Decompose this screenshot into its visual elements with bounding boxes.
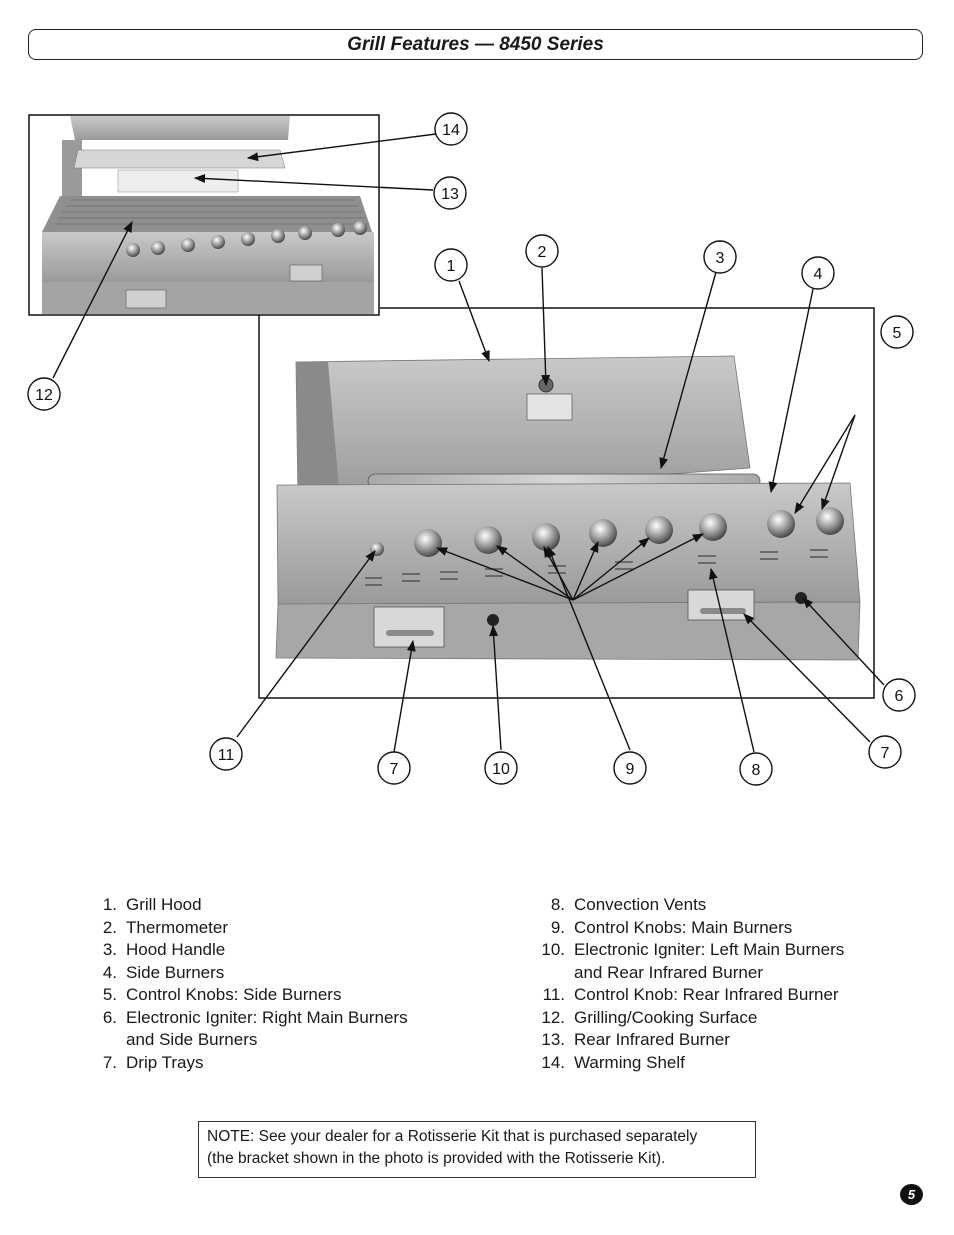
legend-text: Drip Trays bbox=[126, 1052, 204, 1072]
legend-text-line: Electronic Igniter: Left Main Burners bbox=[574, 940, 845, 959]
legend-text: Control Knob: Rear Infrared Burner bbox=[574, 985, 839, 1004]
callout-11 bbox=[209, 737, 243, 771]
legend-text: Side Burners bbox=[126, 962, 225, 982]
legend-text: Thermometer bbox=[126, 917, 229, 937]
callout-7b-label: 7 bbox=[881, 745, 890, 762]
legend-text-line: Electronic Igniter: Right Main Burners bbox=[126, 1007, 408, 1027]
legend-item: 3. Hood Handle bbox=[80, 939, 480, 962]
legend-item: 9. Control Knobs: Main Burners bbox=[528, 917, 928, 940]
legend-item: 12. Grilling/Cooking Surface bbox=[528, 1007, 928, 1030]
grill-diagram: 1 2 3 4 5 6 7 7 8 9 10 11 12 13 14 bbox=[27, 112, 916, 786]
callout-8 bbox=[739, 752, 773, 786]
callout-9 bbox=[613, 751, 647, 785]
page-title-text: Grill Features — 8450 Series bbox=[347, 33, 604, 55]
legend-text: Control Knobs: Side Burners bbox=[126, 985, 342, 1004]
legend-text: Grilling/Cooking Surface bbox=[574, 1007, 758, 1027]
legend-text: Control Knobs: Main Burners bbox=[574, 917, 793, 937]
legend-number: 8. bbox=[550, 895, 565, 914]
callout-4 bbox=[801, 256, 835, 290]
legend-left-column: 1. Grill Hood 2. Thermometer 3. Hood Handle… bbox=[80, 894, 480, 1074]
note-line-2: (the bracket shown in the photo is provi… bbox=[207, 1150, 666, 1167]
legend-text: Hood Handle bbox=[126, 940, 226, 959]
legend-number: 5. bbox=[102, 985, 117, 1004]
legend-text: Rear Infrared Burner bbox=[574, 1030, 730, 1049]
legend-number: 2. bbox=[102, 917, 117, 937]
legend-number: 6. bbox=[102, 1007, 117, 1027]
callout-5-label: 5 bbox=[893, 325, 902, 342]
legend-number: 12. bbox=[541, 1007, 565, 1027]
legend-item: 5. Control Knobs: Side Burners bbox=[80, 984, 480, 1007]
main-photo-frame bbox=[258, 307, 875, 699]
legend-number: 10. bbox=[541, 940, 565, 959]
legend-number: 3. bbox=[102, 940, 117, 959]
page-title: Grill Features — 8450 Series bbox=[28, 29, 923, 60]
callout-8-label: 8 bbox=[752, 762, 761, 779]
legend-number: 13. bbox=[541, 1030, 565, 1049]
callout-12-label: 12 bbox=[35, 387, 53, 404]
callout-2 bbox=[525, 234, 559, 268]
page-number: 5 bbox=[907, 1187, 916, 1202]
callout-2-label: 2 bbox=[538, 244, 547, 261]
callout-9-label: 9 bbox=[626, 761, 635, 778]
note-line-1: NOTE: See your dealer for a Rotisserie K… bbox=[207, 1128, 698, 1145]
callout-1-label: 1 bbox=[447, 258, 456, 275]
callout-10-label: 10 bbox=[492, 761, 510, 778]
legend-item: 1. Grill Hood bbox=[80, 894, 480, 917]
callout-14-label: 14 bbox=[442, 122, 460, 139]
legend-item: 6.Electronic Igniter: Right Main Burners… bbox=[80, 1007, 480, 1052]
callout-4-label: 4 bbox=[814, 266, 823, 283]
callout-13 bbox=[433, 176, 467, 210]
callout-13-label: 13 bbox=[441, 186, 459, 203]
callout-6 bbox=[882, 678, 916, 712]
callout-11-label: 11 bbox=[218, 747, 235, 764]
page-number-badge: 5 bbox=[900, 1184, 923, 1205]
callout-1 bbox=[434, 248, 468, 282]
callout-3-label: 3 bbox=[716, 250, 725, 267]
legend-item: 14. Warming Shelf bbox=[528, 1052, 928, 1075]
legend-number: 7. bbox=[102, 1052, 117, 1072]
rotisserie-note: NOTE: See your dealer for a Rotisserie K… bbox=[198, 1121, 756, 1178]
legend-text-line: and Rear Infrared Burner bbox=[574, 962, 763, 982]
legend-item: 11. Control Knob: Rear Infrared Burner bbox=[528, 984, 928, 1007]
callout-6-label: 6 bbox=[895, 688, 904, 705]
legend-number: 4. bbox=[102, 962, 117, 982]
callout-7a bbox=[377, 751, 411, 785]
legend-number: 1. bbox=[102, 895, 117, 914]
legend-text: Electronic Igniter: Left Main Burners and… bbox=[565, 939, 928, 984]
callout-12 bbox=[27, 377, 61, 411]
legend-text: Convection Vents bbox=[574, 895, 707, 914]
legend-item: 7. Drip Trays bbox=[80, 1052, 480, 1075]
legend-text-line: and Side Burners bbox=[126, 1030, 258, 1049]
callout-7b bbox=[868, 735, 902, 769]
legend-text: Electronic Igniter: Right Main Burners an… bbox=[117, 1007, 480, 1052]
main-grill-photo bbox=[275, 355, 861, 661]
legend-number: 11. bbox=[542, 985, 565, 1004]
legend-right-column: 8. Convection Vents 9. Control Knobs: Main… bbox=[528, 894, 928, 1074]
legend-number: 14. bbox=[541, 1052, 565, 1072]
leader-lines bbox=[52, 133, 885, 753]
callout-5 bbox=[880, 315, 914, 349]
callout-14 bbox=[434, 112, 468, 146]
legend-item: 10.Electronic Igniter: Left Main Burners… bbox=[528, 939, 928, 984]
legend-number: 9. bbox=[550, 917, 565, 937]
inset-open-grill-photo bbox=[28, 114, 380, 316]
callout-3 bbox=[703, 240, 737, 274]
legend-item: 4. Side Burners bbox=[80, 962, 480, 985]
legend-text: Warming Shelf bbox=[574, 1052, 685, 1072]
callout-10 bbox=[484, 751, 518, 785]
legend-item: 2. Thermometer bbox=[80, 917, 480, 940]
legend-item: 13. Rear Infrared Burner bbox=[528, 1029, 928, 1052]
callout-7a-label: 7 bbox=[390, 761, 399, 778]
legend-item: 8. Convection Vents bbox=[528, 894, 928, 917]
legend-text: Grill Hood bbox=[126, 895, 202, 914]
